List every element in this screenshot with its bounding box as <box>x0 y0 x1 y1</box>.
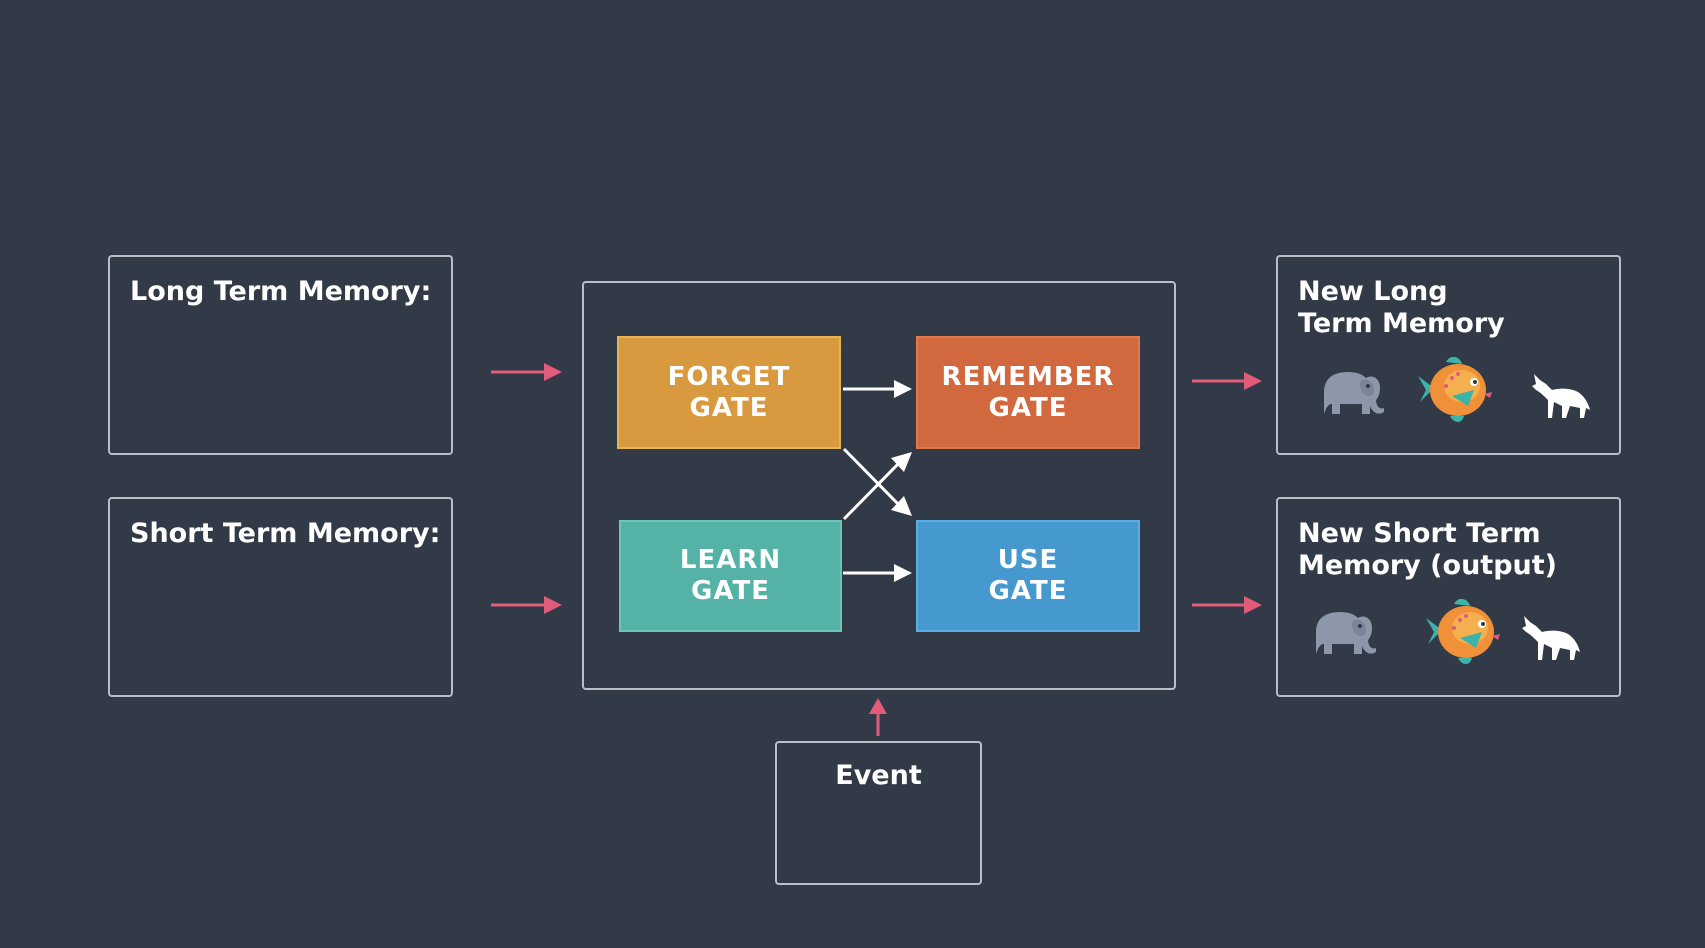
elephant-icon <box>1316 612 1376 654</box>
event-input-arrow <box>869 698 887 736</box>
elephant-icon <box>1324 372 1384 414</box>
new-long-term-memory-label: New Long Term Memory <box>1298 276 1505 339</box>
new-long-term-memory-box: New Long Term Memory <box>1276 255 1621 455</box>
event-label: Event <box>835 760 922 791</box>
long-term-memory-box: Long Term Memory: <box>108 255 453 455</box>
learn-to-remember-arrow <box>842 452 912 521</box>
fish-icon <box>1418 356 1492 422</box>
learn-to-use-arrow <box>843 564 912 582</box>
wolf-icon <box>1522 616 1580 660</box>
learn-gate: LEARN GATE <box>619 520 842 632</box>
new-short-term-memory-box: New Short Term Memory (output) <box>1276 497 1621 697</box>
short-term-memory-box: Short Term Memory: <box>108 497 453 697</box>
wolf-icon <box>1532 374 1590 418</box>
new-stm-output-arrow <box>1192 596 1262 614</box>
forget-to-remember-arrow <box>843 380 912 398</box>
new-short-term-memory-label: New Short Term Memory (output) <box>1298 518 1557 581</box>
long-term-memory-label: Long Term Memory: <box>130 276 432 307</box>
ltm-input-arrow <box>491 363 562 381</box>
remember-gate: REMEMBER GATE <box>916 336 1140 449</box>
fish-icon <box>1426 598 1500 664</box>
stm-input-arrow <box>491 596 562 614</box>
short-term-memory-label: Short Term Memory: <box>130 518 441 549</box>
forget-to-use-arrow <box>842 447 912 516</box>
forget-gate: FORGET GATE <box>617 336 841 449</box>
new-ltm-output-arrow <box>1192 372 1262 390</box>
event-box: Event <box>775 741 982 885</box>
lstm-cell-box <box>582 281 1176 690</box>
use-gate: USE GATE <box>916 520 1140 632</box>
